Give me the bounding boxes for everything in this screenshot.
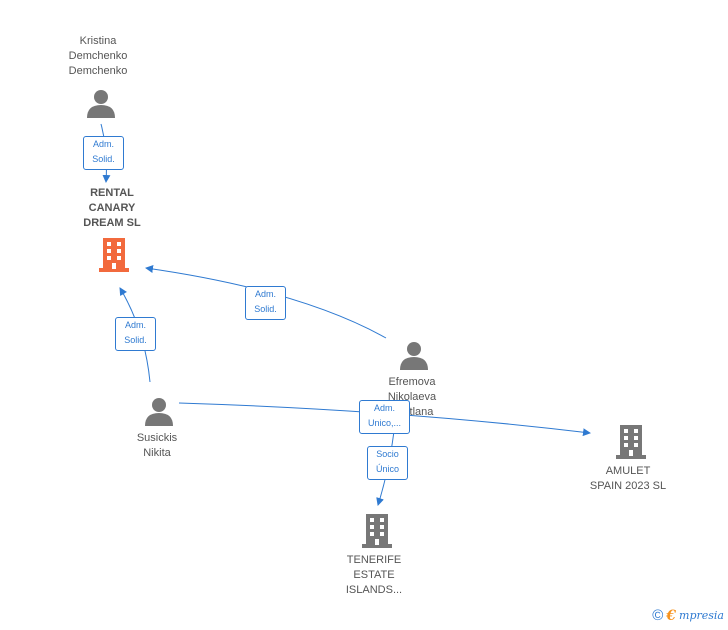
node-label-tenerife[interactable]: TENERIFE ESTATE ISLANDS... bbox=[345, 554, 403, 596]
person-icon[interactable] bbox=[144, 396, 174, 426]
node-label-kristina[interactable]: Kristina Demchenko Demchenko bbox=[68, 35, 128, 77]
edge-label-efremova-rental[interactable]: Adm. Solid. bbox=[245, 286, 286, 320]
person-icon[interactable] bbox=[86, 88, 116, 118]
person-icon[interactable] bbox=[399, 340, 429, 370]
brand-logo-text: mpresia bbox=[679, 609, 724, 622]
building-icon[interactable] bbox=[616, 425, 646, 459]
brand-logo-initial: € bbox=[666, 607, 677, 624]
node-label-susickis[interactable]: Susickis Nikita bbox=[136, 432, 178, 459]
node-label-rental[interactable]: RENTAL CANARY DREAM SL bbox=[83, 187, 141, 229]
edge-label-susickis-rental[interactable]: Adm. Solid. bbox=[115, 317, 156, 351]
node-label-amulet[interactable]: AMULET SPAIN 2023 SL bbox=[589, 465, 667, 492]
edge-label-efremova-tenerife[interactable]: Socio Único bbox=[367, 446, 408, 480]
edge-label-kristina-rental[interactable]: Adm. Solid. bbox=[83, 136, 124, 170]
copyright-icon: © bbox=[652, 607, 664, 624]
brand-footer: © €mpresia bbox=[652, 607, 724, 624]
building-icon[interactable] bbox=[362, 514, 392, 548]
edge-label-susickis-amulet[interactable]: Adm. Unico,... bbox=[359, 400, 410, 434]
building-icon[interactable] bbox=[99, 238, 129, 272]
